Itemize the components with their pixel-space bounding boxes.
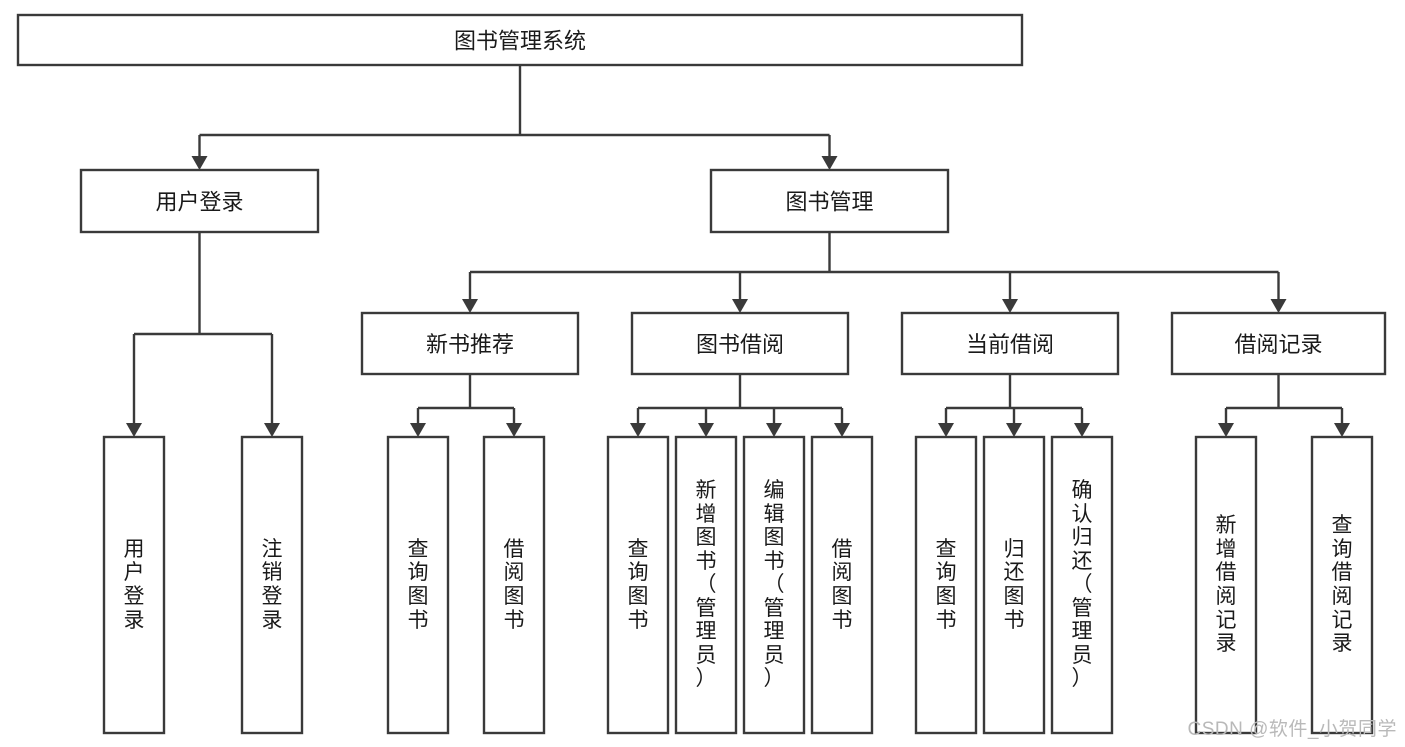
node-root-label: 图书管理系统: [454, 29, 586, 54]
leaf-node-5[interactable]: [674, 435, 738, 735]
node-level3-3-rect: [1170, 311, 1387, 376]
edge-2-to-leaf-2-arrowhead: [1074, 423, 1090, 437]
watermark-text: CSDN @软件_小贺同学: [1187, 719, 1397, 740]
node-level2-0[interactable]: [79, 168, 320, 234]
node-level2-1[interactable]: [709, 168, 950, 234]
edge-0-to-leaf-0-arrowhead: [410, 423, 426, 437]
edge-1-to-leaf-0-arrowhead: [630, 423, 646, 437]
leaf-node-7-rect: [810, 435, 874, 735]
edge-root-to-level2-0-arrowhead: [191, 156, 208, 170]
edge-2-to-leaf-1-arrowhead: [1006, 423, 1022, 437]
leaf-node-2-rect: [386, 435, 450, 735]
node-level3-3-label: 借阅记录: [1234, 332, 1322, 357]
edge-3-to-leaf-0-arrowhead: [1218, 423, 1234, 437]
leaf-node-0-rect: [102, 435, 166, 735]
node-level3-1-label: 图书借阅: [696, 332, 784, 357]
leaf-node-1-rect: [240, 435, 304, 735]
edge-3-to-leaf-1-arrowhead: [1334, 423, 1350, 437]
leaf-node-10-rect: [1050, 435, 1114, 735]
edge-bookmgmt-to-level3-0-arrowhead: [462, 299, 478, 313]
leaf-node-12[interactable]: [1310, 435, 1374, 735]
edge-1-to-leaf-3-arrowhead: [834, 423, 850, 437]
node-level3-2[interactable]: [900, 311, 1120, 376]
node-level3-1[interactable]: [630, 311, 850, 376]
leaf-node-8[interactable]: [914, 435, 978, 735]
leaf-node-9-rect: [982, 435, 1046, 735]
leaf-node-2[interactable]: [386, 435, 450, 735]
leaf-node-9[interactable]: [982, 435, 1046, 735]
edge-bookmgmt-to-level3-1-arrowhead: [732, 299, 748, 313]
leaf-node-3-rect: [482, 435, 546, 735]
node-level3-0-label: 新书推荐: [426, 332, 514, 357]
leaf-node-12-rect: [1310, 435, 1374, 735]
node-level2-1-rect: [709, 168, 950, 234]
edge-userlogin-to-leaf-0-arrowhead: [126, 423, 142, 437]
leaf-node-4[interactable]: [606, 435, 670, 735]
node-level3-2-label: 当前借阅: [966, 332, 1054, 357]
node-level3-1-rect: [630, 311, 850, 376]
leaf-node-5-rect: [674, 435, 738, 735]
node-root[interactable]: [16, 13, 1024, 67]
leaf-node-3[interactable]: [482, 435, 546, 735]
leaf-node-6[interactable]: [742, 435, 806, 735]
edge-userlogin-to-leaf-1-arrowhead: [264, 423, 280, 437]
node-level2-0-label: 用户登录: [155, 190, 243, 215]
node-level3-2-rect: [900, 311, 1120, 376]
edge-1-to-leaf-2-arrowhead: [766, 423, 782, 437]
edge-root-to-level2-1-arrowhead: [821, 156, 838, 170]
edge-2-to-leaf-0-arrowhead: [938, 423, 954, 437]
edge-0-to-leaf-1-arrowhead: [506, 423, 522, 437]
leaf-node-0[interactable]: [102, 435, 166, 735]
leaf-node-10[interactable]: [1050, 435, 1114, 735]
leaf-node-1[interactable]: [240, 435, 304, 735]
node-level3-3[interactable]: [1170, 311, 1387, 376]
node-level2-0-rect: [79, 168, 320, 234]
leaf-node-6-rect: [742, 435, 806, 735]
leaf-node-11[interactable]: [1194, 435, 1258, 735]
edge-bookmgmt-to-level3-2-arrowhead: [1002, 299, 1018, 313]
edge-1-to-leaf-1-arrowhead: [698, 423, 714, 437]
leaf-node-4-rect: [606, 435, 670, 735]
node-level2-1-label: 图书管理: [785, 190, 873, 215]
node-level3-0[interactable]: [360, 311, 580, 376]
connector-layer: [126, 65, 1350, 437]
node-level3-0-rect: [360, 311, 580, 376]
leaf-node-11-rect: [1194, 435, 1258, 735]
leaf-node-8-rect: [914, 435, 978, 735]
edge-bookmgmt-to-level3-3-arrowhead: [1270, 299, 1287, 313]
node-root-rect: [16, 13, 1024, 67]
leaf-node-7[interactable]: [810, 435, 874, 735]
